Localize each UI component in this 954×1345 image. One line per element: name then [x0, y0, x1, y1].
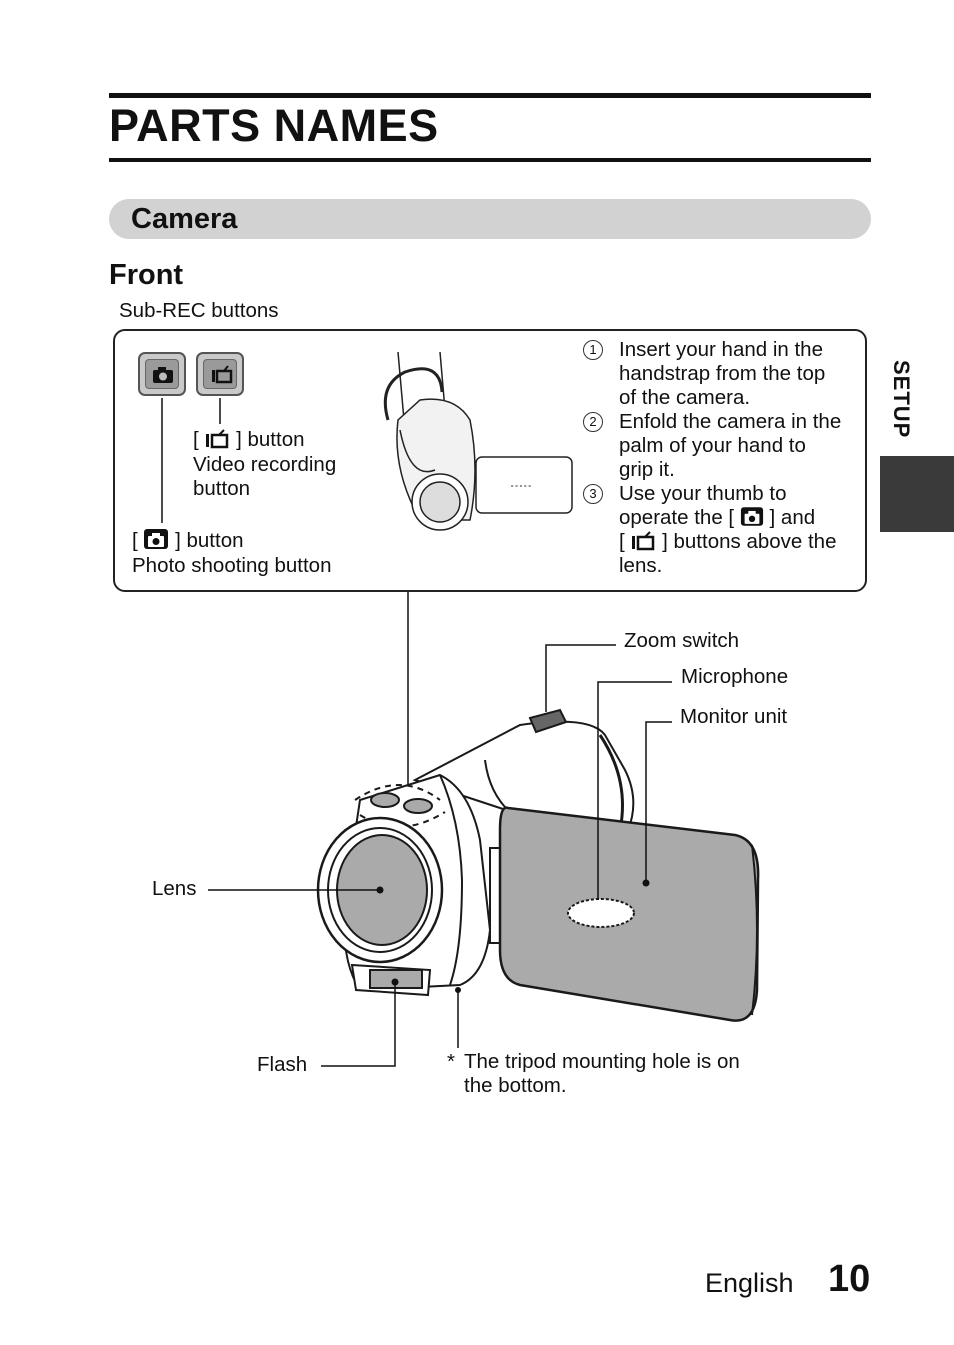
video-button-label-line2: Video recording [193, 453, 337, 476]
step-item: 2 Enfold the camera in the palm of your … [583, 410, 841, 482]
page-number: 10 [828, 1258, 871, 1300]
microphone-label: Microphone [681, 665, 789, 688]
photo-button-label-line2: Photo shooting button [132, 554, 332, 577]
circled-number-icon: 2 [583, 412, 603, 432]
section-header-bar: Camera [109, 199, 871, 239]
tripod-note-line1: The tripod mounting hole is on [464, 1050, 740, 1073]
tripod-note-mark: * [447, 1050, 455, 1073]
footer-language: English [705, 1268, 794, 1298]
video-button-label-line1: [ ] button [193, 428, 305, 451]
lens-label: Lens [152, 877, 197, 900]
video-button-illustration [196, 352, 244, 396]
photo-camera-icon [144, 529, 169, 549]
photo-button-label-line1: [ ] button [132, 529, 244, 552]
video-button-label-line3: button [193, 477, 250, 500]
video-camera-icon [212, 365, 233, 384]
sub-rec-label: Sub-REC buttons [119, 299, 279, 322]
side-tab-block [880, 456, 954, 532]
step-item: 3 Use your thumb to operate the [ ] and … [583, 482, 841, 578]
zoom-switch-label: Zoom switch [624, 629, 740, 652]
grip-steps-list: 1 Insert your hand in the handstrap from… [583, 338, 841, 578]
hand-grip-illustration: ∘∘∘∘∘ [383, 351, 573, 531]
tripod-note-line2: the bottom. [464, 1074, 567, 1097]
section-title: Camera [131, 203, 238, 235]
photo-camera-icon [153, 367, 173, 383]
photo-camera-icon [740, 507, 763, 526]
callout-box [113, 329, 867, 592]
title-top-rule [109, 93, 871, 98]
svg-text:∘∘∘∘∘: ∘∘∘∘∘ [510, 483, 532, 490]
video-camera-icon [206, 429, 229, 449]
flash-label: Flash [257, 1053, 308, 1076]
monitor-unit-label: Monitor unit [680, 705, 788, 728]
title-bottom-rule [109, 158, 871, 162]
video-camera-icon [632, 531, 655, 551]
page-title: PARTS NAMES [109, 100, 439, 151]
camcorder-body [316, 708, 760, 1022]
circled-number-icon: 3 [583, 484, 603, 504]
step-item: 1 Insert your hand in the handstrap from… [583, 338, 841, 410]
circled-number-icon: 1 [583, 340, 603, 360]
photo-button-illustration [138, 352, 186, 396]
subsection-title: Front [109, 259, 184, 291]
